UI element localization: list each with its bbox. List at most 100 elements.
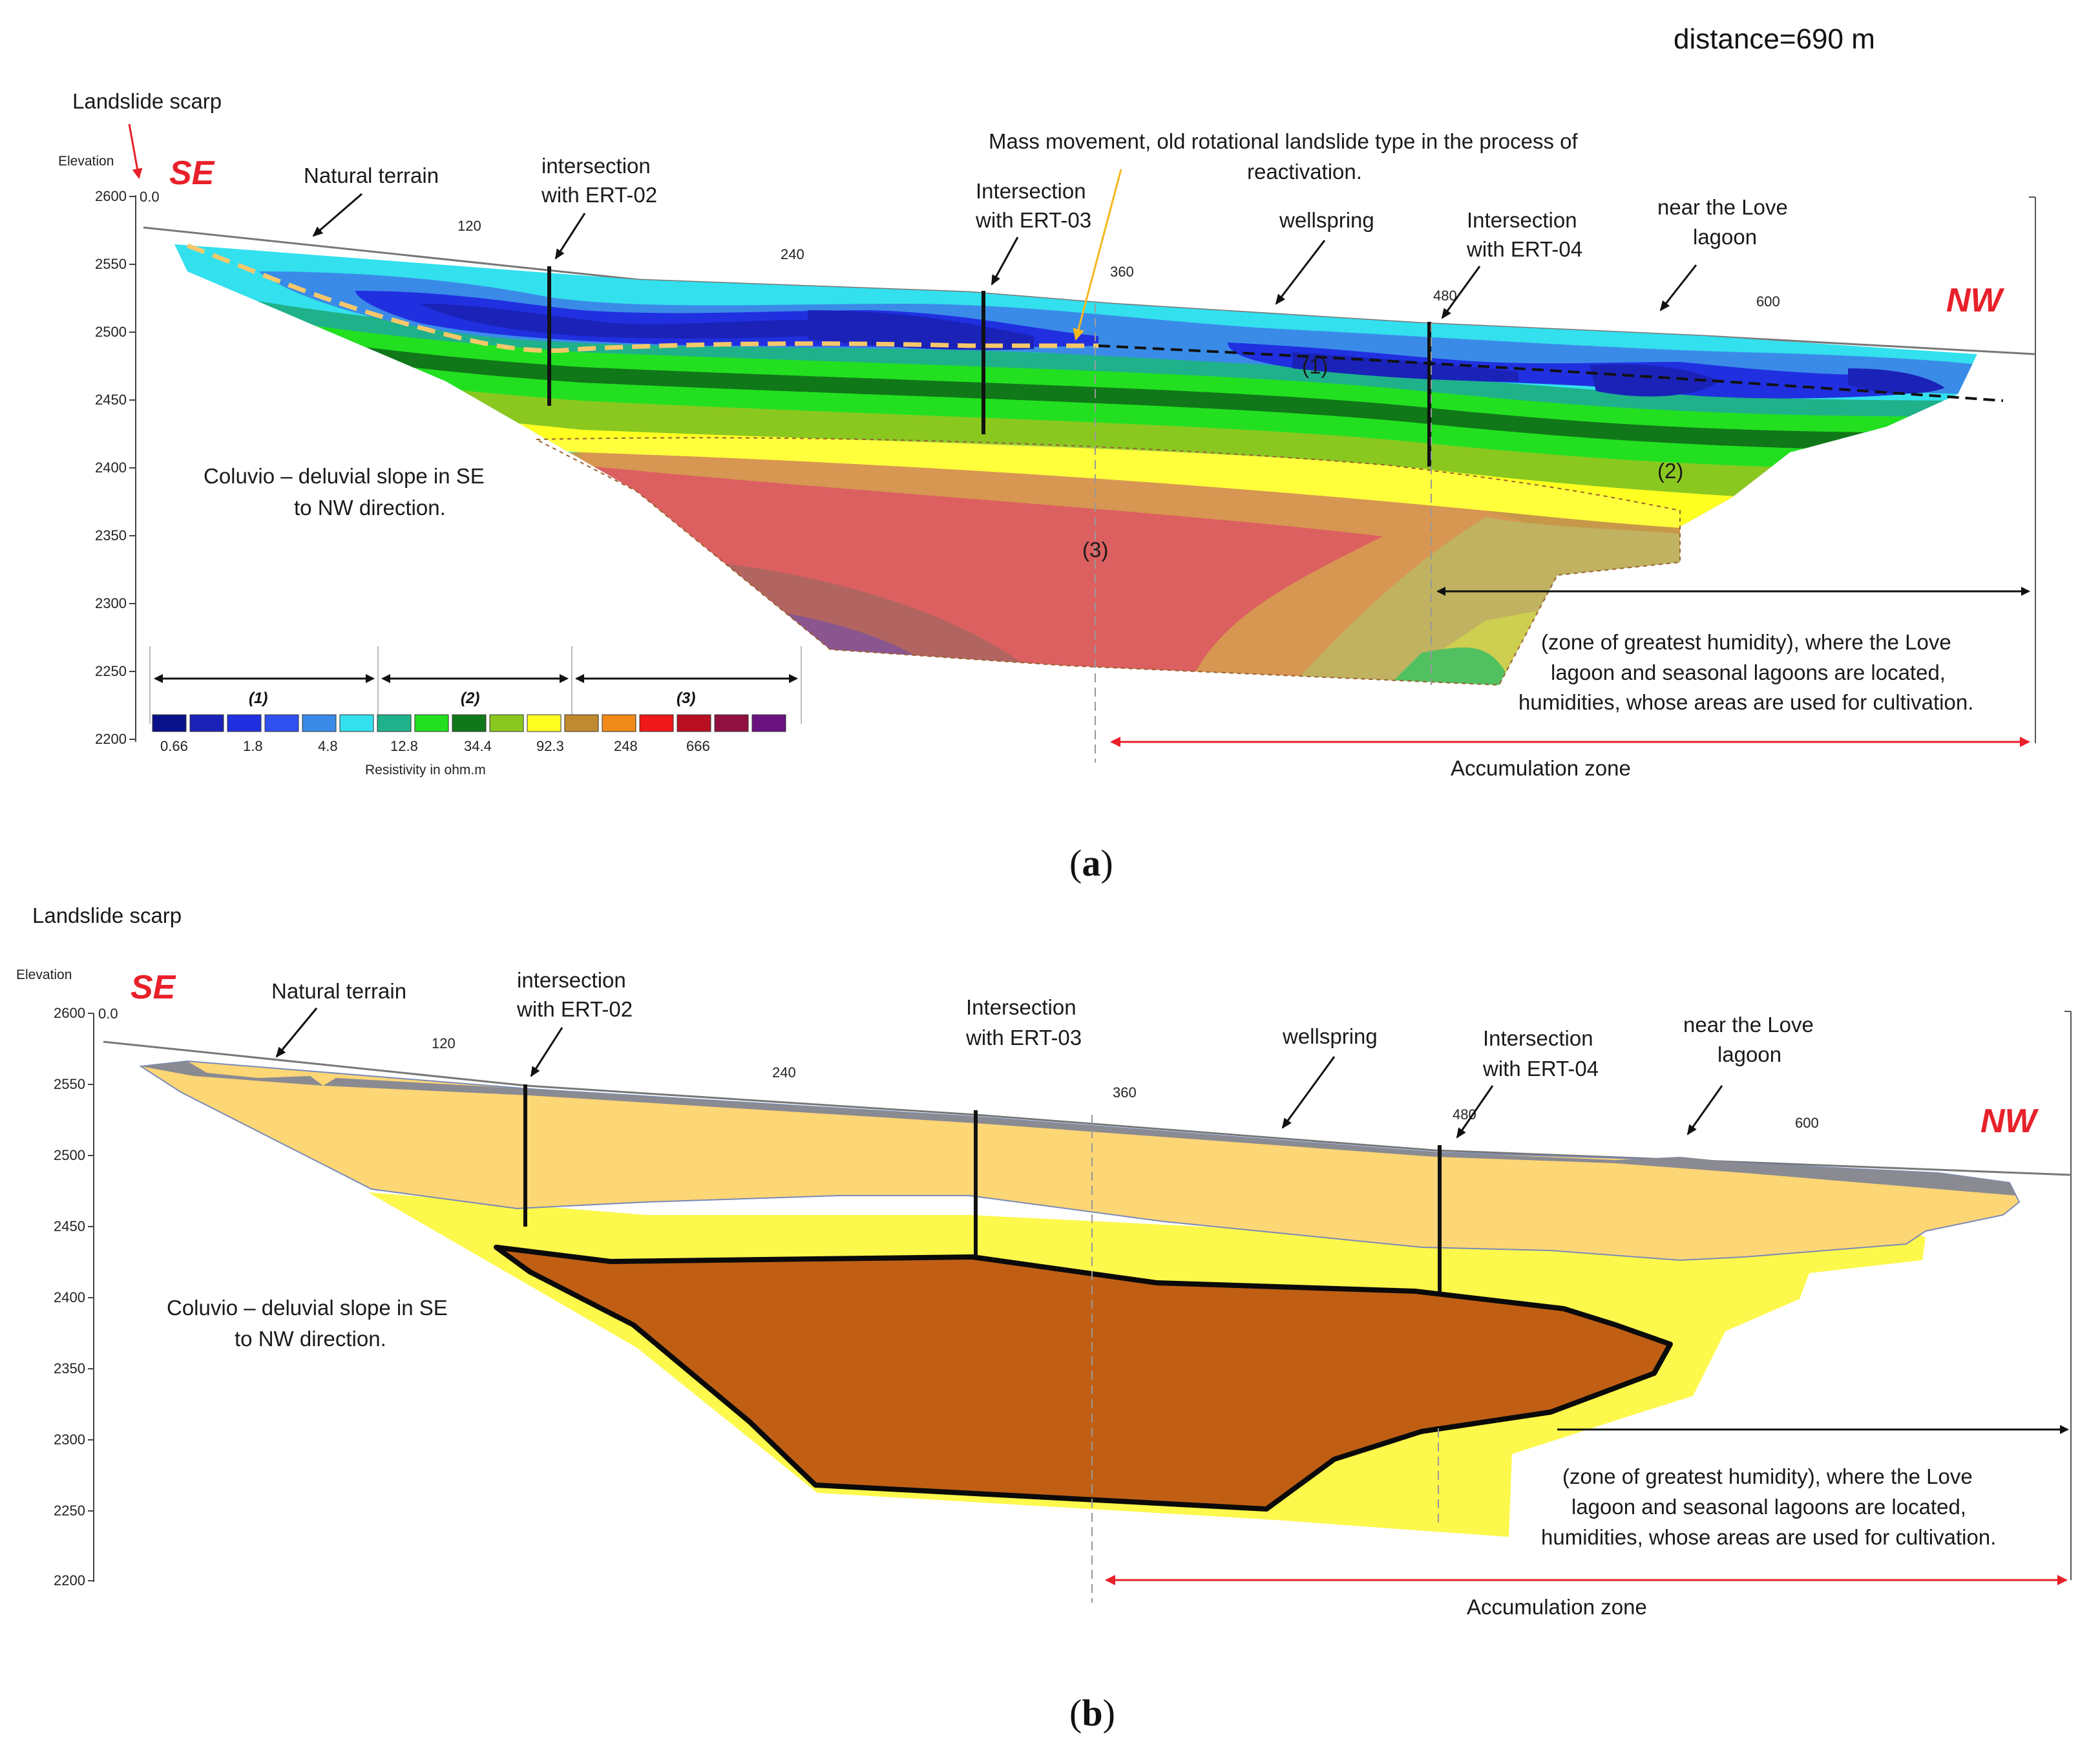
ert02-label-line1: intersection	[541, 154, 651, 178]
y-tick: 2350	[95, 527, 127, 543]
coluvio-label-line2: to NW direction.	[294, 496, 446, 520]
natural-terrain-pointer	[275, 1008, 318, 1058]
legend-swatch	[714, 714, 749, 732]
y-tick: 2300	[54, 1431, 85, 1448]
landslide-scarp-label: Landslide scarp	[72, 89, 222, 113]
y-tick: 2500	[54, 1147, 85, 1163]
y-tick: 2250	[54, 1503, 85, 1519]
legend-swatches	[152, 714, 786, 732]
x-tick: 360	[1113, 1084, 1137, 1101]
humidity-label-line3: humidities, whose areas are used for cul…	[1541, 1525, 1996, 1549]
rotational-landslide-body	[494, 1245, 1673, 1512]
wellspring-label: wellspring	[1282, 1024, 1378, 1048]
legend-swatch	[264, 714, 299, 732]
lagoon-pointer	[1659, 264, 1697, 311]
coluvio-label-line1: Coluvio – deluvial slope in SE	[167, 1296, 448, 1320]
legend-swatch	[602, 714, 636, 732]
ert04-label-line2: with ERT-04	[1482, 1057, 1599, 1081]
y-tick: 2250	[95, 663, 127, 679]
legend-segment-label: (1)	[249, 690, 268, 707]
legend-value: 4.8	[318, 738, 338, 754]
ert04-pointer	[1456, 1085, 1494, 1139]
legend-swatch	[414, 714, 449, 732]
ert03-label-line1: Intersection	[966, 995, 1076, 1019]
y-tick: 2500	[95, 324, 127, 340]
humidity-label-line2: lagoon and seasonal lagoons are located,	[1551, 660, 1946, 684]
y-tick: 2200	[54, 1572, 85, 1588]
legend-swatch	[152, 714, 187, 732]
legend-swatch	[302, 714, 337, 732]
scarp-arrow	[128, 123, 143, 179]
legend-value: 34.4	[464, 738, 492, 754]
legend-swatch	[639, 714, 674, 732]
mass-movement-pointer	[1073, 169, 1122, 341]
y-tick: 2400	[54, 1289, 85, 1305]
y-tick: 2300	[95, 595, 127, 611]
y-tick: 2400	[95, 459, 127, 476]
y-tick: 2600	[95, 188, 127, 204]
humidity-label-line3: humidities, whose areas are used for cul…	[1518, 690, 1973, 714]
lagoon-pointer	[1686, 1085, 1723, 1135]
x-tick: 240	[772, 1064, 796, 1081]
zone-3-label: (3)	[1082, 538, 1108, 562]
se-label: SE	[131, 969, 176, 1006]
wellspring-pointer	[1281, 1056, 1336, 1129]
legend-value: 1.8	[243, 738, 263, 754]
landslide-slip-curve	[186, 243, 1098, 353]
x-tick: 0.0	[98, 1006, 118, 1022]
y-tick: 2600	[54, 1005, 85, 1021]
legend-value: 666	[686, 738, 710, 754]
caption-a: (a)	[1069, 842, 1113, 884]
legend-title: Resistivity in ohm.m	[365, 763, 486, 777]
y-axis-ticks: 2600 2550 2500 2450 2400 2350 2300 2250 …	[95, 188, 136, 747]
distance-label: distance=690 m	[1674, 23, 1875, 55]
legend-swatch	[227, 714, 262, 732]
x-tick: 360	[1110, 264, 1134, 280]
surface-strip	[141, 1061, 2016, 1196]
ert02-label-line2: with ERT-02	[516, 997, 633, 1021]
ert02-label-line2: with ERT-02	[541, 183, 657, 207]
ert03-label-line1: Intersection	[976, 179, 1086, 203]
wellspring-label: wellspring	[1279, 208, 1374, 232]
ert02-pointer	[554, 213, 586, 260]
wellspring-pointer	[1275, 240, 1326, 305]
lagoon-label-line1: near the Love	[1683, 1013, 1814, 1037]
natural-terrain-pointer	[312, 193, 362, 237]
legend-swatch	[527, 714, 562, 732]
y-tick: 2350	[54, 1360, 85, 1377]
ert04-pointer	[1441, 266, 1481, 319]
legend-value: 248	[614, 738, 638, 754]
ert02-pointer	[530, 1027, 563, 1077]
nw-label: NW	[1980, 1103, 2039, 1140]
y-tick: 2450	[54, 1218, 85, 1234]
y-tick: 2200	[95, 731, 127, 747]
mass-movement-line1: Mass movement, old rotational landslide …	[989, 129, 1578, 153]
x-tick: 240	[781, 246, 804, 262]
legend-swatch	[339, 714, 374, 732]
legend-segment-label: (3)	[677, 690, 695, 707]
y-tick: 2450	[95, 392, 127, 408]
x-tick: 480	[1433, 288, 1457, 304]
legend-swatch	[677, 714, 711, 732]
legend-segment-label: (2)	[461, 690, 479, 707]
resistivity-legend: (1) (2) (3) 0.66 1.8 4.8 12.8 34.4 92.3 …	[149, 646, 802, 777]
legend-swatch	[189, 714, 224, 732]
elevation-label: Elevation	[16, 967, 72, 982]
natural-terrain-label: Natural terrain	[304, 164, 439, 187]
legend-swatch	[564, 714, 599, 732]
elevation-label: Elevation	[58, 154, 114, 169]
lagoon-label-line2: lagoon	[1693, 225, 1757, 249]
panel-a: 2600 2550 2500 2450 2400 2350 2300 2250 …	[58, 89, 2036, 884]
legend-swatch	[751, 714, 786, 732]
x-tick: 120	[457, 218, 481, 234]
panel-b: 2600 2550 2500 2450 2400 2350 2300 2250 …	[16, 903, 2072, 1734]
mass-movement-line2: reactivation.	[1247, 160, 1362, 184]
coluvio-label-line2: to NW direction.	[235, 1327, 386, 1351]
zone-2-label: (2)	[1657, 459, 1683, 483]
ert03-pointer	[991, 237, 1019, 286]
legend-value: 0.66	[160, 738, 188, 754]
humidity-label-line1: (zone of greatest humidity), where the L…	[1541, 630, 1951, 654]
ert04-label-line2: with ERT-04	[1466, 237, 1582, 261]
natural-terrain-label: Natural terrain	[271, 979, 406, 1003]
coluvio-label-line1: Coluvio – deluvial slope in SE	[204, 464, 485, 488]
